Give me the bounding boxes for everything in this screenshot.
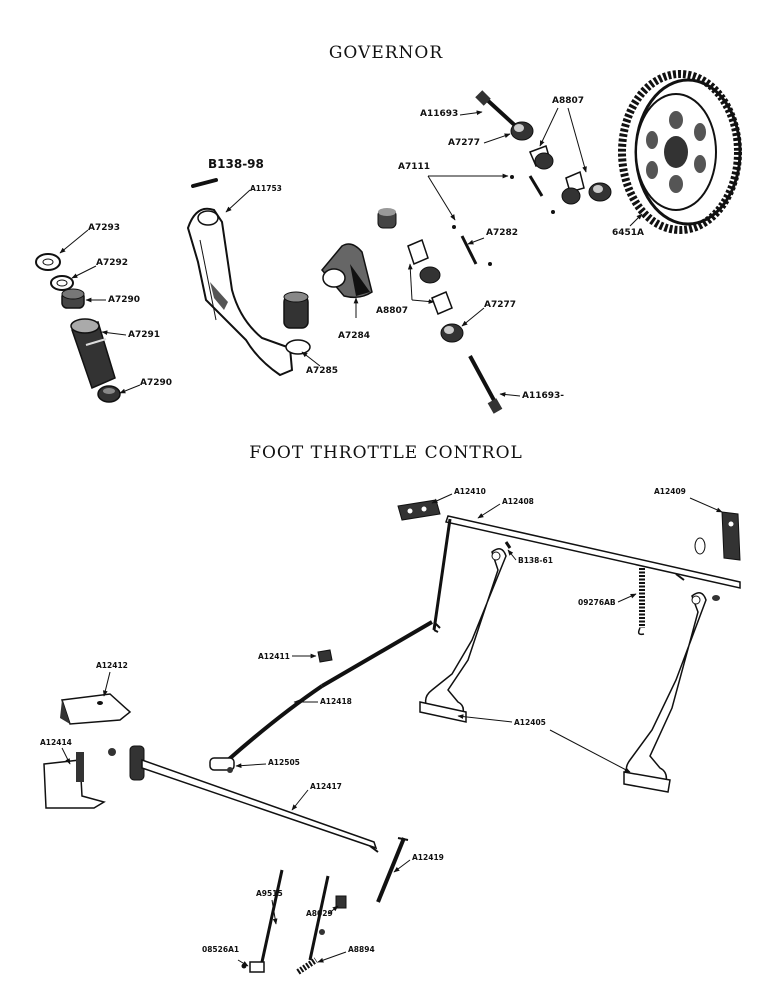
- flyweight-a8807-top: [529, 145, 612, 205]
- label-a7285: A7285: [306, 366, 339, 376]
- label-a11693-top: A11693: [420, 109, 459, 119]
- block-a12410: [397, 499, 441, 521]
- flyweight-a8807-mid: [407, 238, 464, 343]
- governor-gear-6451a: [618, 70, 742, 234]
- label-a12410: A12410: [454, 487, 486, 496]
- label-a7282: A7282: [486, 228, 519, 238]
- label-a7292: A7292: [96, 258, 129, 268]
- pins-a7111: [452, 175, 555, 229]
- label-a12418: A12418: [320, 697, 352, 706]
- governor-cone-a7284: [321, 243, 373, 299]
- label-a8029: A8029: [306, 909, 333, 918]
- spring-09276ab: [637, 568, 645, 636]
- bushing-a7290-bottom: [97, 385, 121, 403]
- label-a7277-mid: A7277: [484, 300, 517, 310]
- governor-leader-lines: [59, 107, 643, 397]
- label-a7277-top: A7277: [448, 138, 481, 148]
- governor-lever-a11753: [186, 207, 294, 377]
- bracket-a12412: [60, 693, 132, 725]
- clip-08526a1: [241, 961, 265, 973]
- label-a12505: A12505: [268, 758, 300, 767]
- label-a9515: A9515: [256, 889, 283, 898]
- weight-a7277-top: [510, 121, 534, 141]
- label-a7111: A7111: [398, 162, 431, 172]
- spacer-block: [377, 208, 397, 229]
- label-a8807-mid: A8807: [376, 306, 409, 316]
- label-09276ab: 09276AB: [578, 598, 616, 607]
- label-a12412: A12412: [96, 661, 128, 670]
- label-b138-61: B138-61: [518, 556, 553, 565]
- clip-a12411: [317, 649, 333, 663]
- washer-a7293: [35, 253, 61, 271]
- shaft-a7291: [70, 318, 116, 390]
- label-6451a: 6451A: [612, 228, 645, 238]
- bushing-a7290-top: [61, 288, 85, 309]
- rod-a9515: [260, 869, 330, 963]
- rod-a12418: [226, 620, 441, 762]
- washer-a7292: [50, 275, 74, 291]
- label-08526a1: 08526A1: [202, 945, 240, 954]
- bushing-a7285: [283, 291, 311, 355]
- label-a12409: A12409: [654, 487, 686, 496]
- label-a7290-top: A7290: [108, 295, 141, 305]
- rod-a12419: [376, 837, 409, 903]
- bracket-a12414: [43, 748, 116, 809]
- pin-b138-61: [504, 541, 512, 549]
- block-a12409: [675, 511, 741, 581]
- label-a12405: A12405: [514, 718, 546, 727]
- label-a11753: A11753: [250, 184, 282, 193]
- label-a12411: A12411: [258, 652, 290, 661]
- label-b138-98: B138-98: [208, 157, 264, 171]
- spring-a8894: [296, 957, 318, 975]
- governor-section-title: GOVERNOR: [328, 43, 444, 63]
- label-a12419: A12419: [412, 853, 444, 862]
- pedal-a12405-right: [623, 592, 720, 793]
- pin-a7282: [460, 235, 492, 266]
- label-a7293: A7293: [88, 223, 121, 233]
- pin-b138-98: [191, 178, 218, 188]
- foot-throttle-section-title: FOOT THROTTLE CONTROL: [249, 443, 523, 463]
- label-a11693-bottom: A11693-: [522, 391, 565, 401]
- cross-shaft-a12408: [432, 515, 741, 633]
- label-a7290-bottom: A7290: [140, 378, 173, 388]
- bolt-a11693-top: [475, 90, 522, 132]
- throttle-leader-lines: [61, 493, 723, 967]
- label-a7284: A7284: [338, 331, 371, 341]
- label-a8807-top: A8807: [552, 96, 585, 106]
- connector-a12505: [209, 757, 235, 773]
- label-a12408: A12408: [502, 497, 534, 506]
- label-a12417: A12417: [310, 782, 342, 791]
- rod-a12417: [129, 745, 379, 853]
- nut-a8029: [319, 895, 347, 935]
- label-a7291: A7291: [128, 330, 161, 340]
- label-a8894: A8894: [348, 945, 375, 954]
- bolt-a11693-bottom: [468, 355, 503, 414]
- pedal-a12405-left: [419, 548, 507, 723]
- label-a12414: A12414: [40, 738, 72, 747]
